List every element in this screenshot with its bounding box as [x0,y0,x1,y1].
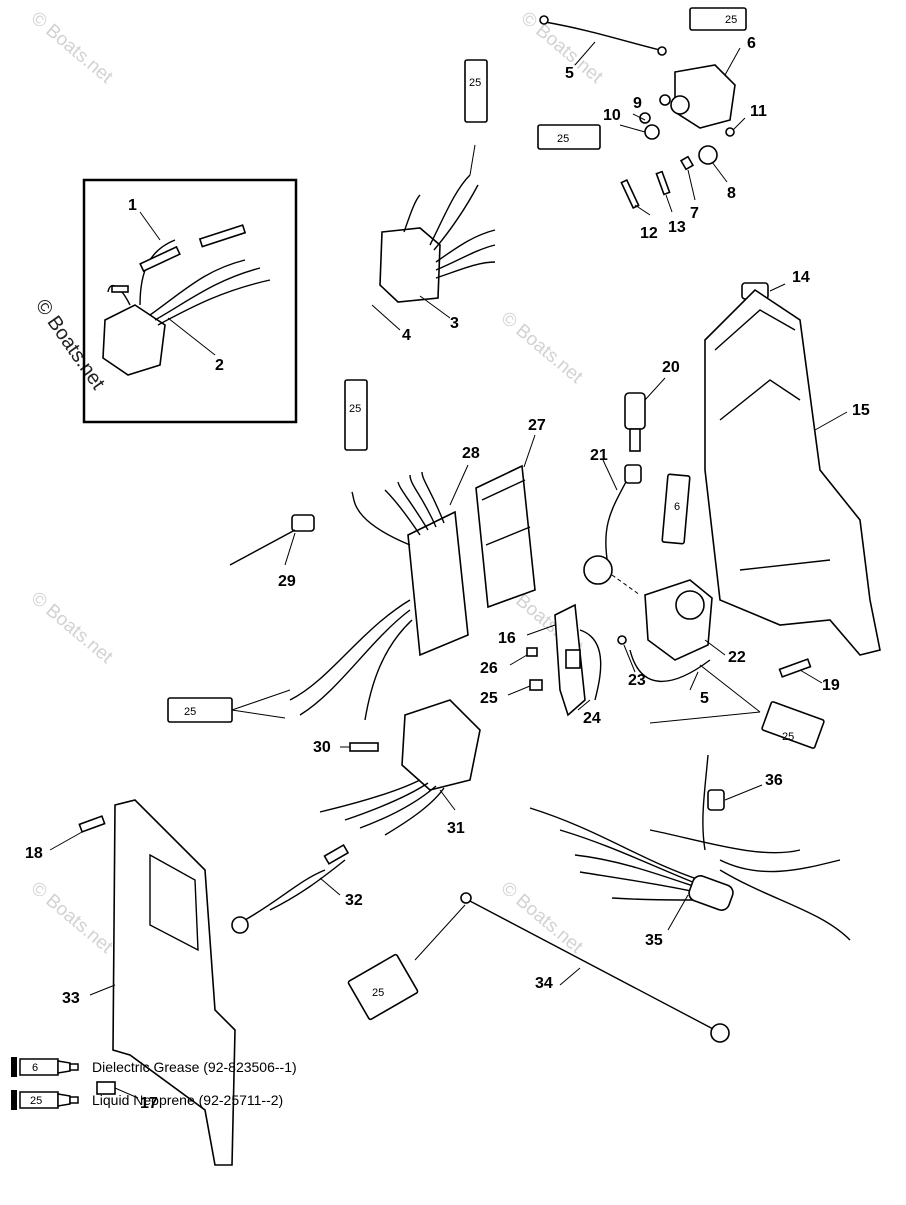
svg-text:25: 25 [349,403,361,415]
callout-18: 18 [25,845,43,862]
part-25-clip [529,679,543,691]
callout-15: 15 [852,402,870,419]
part-3-module [379,174,496,303]
svg-text:25: 25 [782,731,794,743]
callout-8: 8 [727,185,736,202]
callouts: 1 2 3 4 5 6 7 8 9 10 11 12 13 14 15 16 1… [25,35,870,1112]
part-19-bolt [778,658,812,678]
callout-5-top: 5 [565,65,574,82]
callout-20: 20 [662,359,680,376]
part-20-plug [624,392,646,452]
part-29-tie [229,514,315,566]
tube-neoprene: 25 [689,7,747,31]
part-30-bolt [349,742,379,752]
callout-11: 11 [750,103,767,120]
legend-grease-label: Dielectric Grease (92-823506--1) [92,1059,297,1075]
callout-28: 28 [462,445,480,462]
svg-text:25: 25 [469,77,481,89]
callout-29: 29 [278,573,296,590]
callout-34: 34 [535,975,553,992]
callout-3: 3 [450,315,459,332]
svg-text:6: 6 [674,501,680,513]
part-28-module [289,471,469,721]
svg-text:25: 25 [30,1095,42,1107]
part-27-heatsink [475,464,536,609]
callout-1: 1 [128,197,137,214]
watermark: © Boats.net [497,308,587,389]
part-22-coil [644,579,713,661]
svg-text:6: 6 [32,1062,38,1074]
callout-25: 25 [480,690,498,707]
small-hardware [620,112,735,210]
part-18-screw [78,815,106,833]
part-21-boot [583,464,642,585]
part-5-cable [539,15,667,56]
callout-9: 9 [633,95,642,112]
watermark: © Boats.net [27,878,117,959]
part-2-module [102,224,271,376]
callout-35: 35 [645,932,663,949]
neoprene-tube-icon: 25 [10,1089,82,1111]
callout-17: 17 [140,1095,158,1112]
part-5-lead [629,649,711,682]
callout-23: 23 [628,672,646,689]
callout-7: 7 [690,205,699,222]
part-33-bracket [112,799,236,1166]
callout-22: 22 [728,649,746,666]
inset-box [82,178,298,424]
callout-4: 4 [402,327,411,344]
part-26-screw [526,647,538,657]
tube-neoprene: 25 [347,953,419,1021]
part-23-nut [617,635,627,645]
callout-21: 21 [590,447,608,464]
tube-neoprene: 25 [464,59,488,123]
legend-row-grease: 6 Dielectric Grease (92-823506--1) [10,1055,297,1079]
callout-24: 24 [583,710,601,727]
legend-row-neoprene: 25 Liquid Neoprene (92-25711--2) [10,1088,283,1112]
svg-text:25: 25 [725,14,737,26]
legend-neoprene-label: Liquid Neoprene (92-25711--2) [92,1092,284,1108]
watermark: © Boats.net [27,588,117,669]
part-36-clip [707,789,725,811]
svg-text:25: 25 [557,133,569,145]
callout-30: 30 [313,739,331,756]
part-34-cable [460,892,730,1043]
callout-16: 16 [498,630,516,647]
callout-2: 2 [215,357,224,374]
callout-13: 13 [668,219,686,236]
part-6-solenoid [659,64,736,129]
watermark: © Boats.net [497,878,587,959]
callout-5-lower: 5 [700,690,709,707]
callout-36: 36 [765,772,783,789]
callout-32: 32 [345,892,363,909]
tube-neoprene: 25 [537,124,601,150]
tube-neoprene: 25 [761,701,825,749]
part-24-bracket [554,603,602,717]
callout-12: 12 [640,225,658,242]
part-31-regulator [319,699,481,836]
callout-14: 14 [792,269,810,286]
callout-19: 19 [822,677,840,694]
watermark: © Boats.net [31,295,109,394]
callout-31: 31 [447,820,465,837]
part-32-harness [231,843,350,934]
callout-27: 27 [528,417,546,434]
tube-grease: 6 [661,473,691,545]
part-35-harness [529,754,851,941]
callout-10: 10 [603,107,621,124]
callout-33: 33 [62,990,80,1007]
watermark: © Boats.net [27,8,117,89]
svg-text:25: 25 [372,987,384,999]
callout-26: 26 [480,660,498,677]
tube-neoprene: 25 [167,697,233,723]
callout-6: 6 [747,35,756,52]
svg-text:25: 25 [184,706,196,718]
tube-neoprene: 25 [344,379,368,451]
part-15-bracket [704,288,881,656]
grease-tube-icon: 6 [10,1056,82,1078]
watermark: © Boats.net [517,8,607,89]
